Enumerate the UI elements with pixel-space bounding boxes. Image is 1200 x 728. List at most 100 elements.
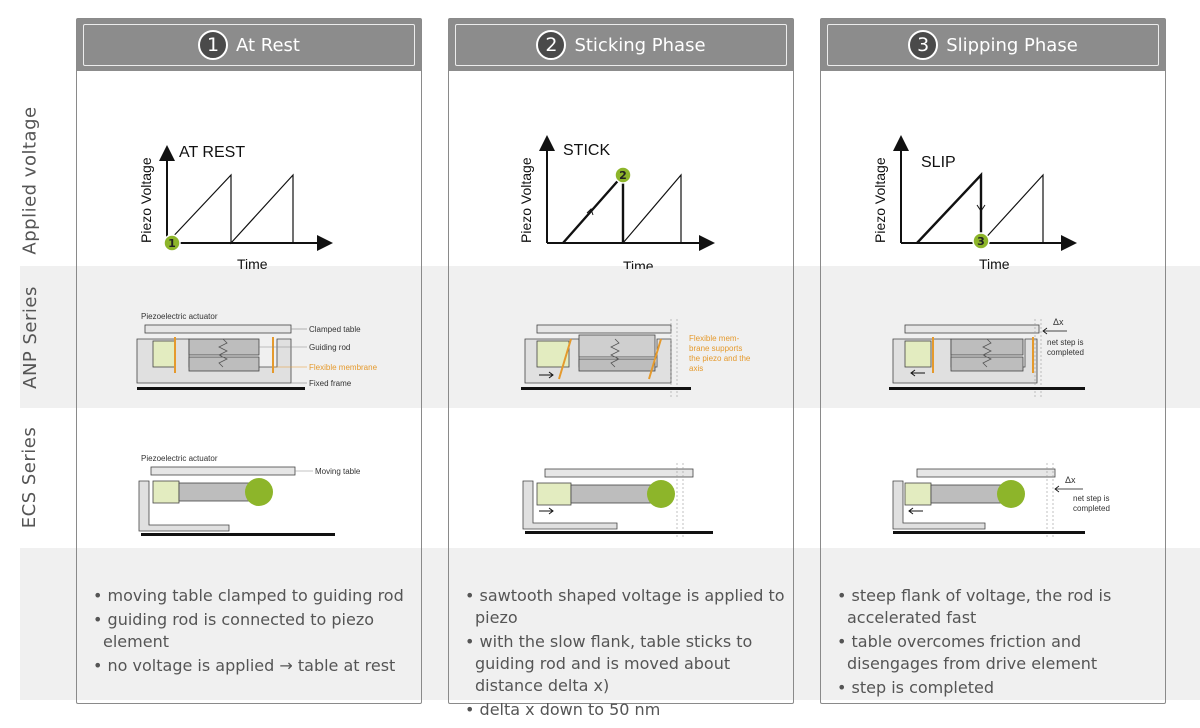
sawtooth-line: [622, 173, 682, 244]
anp-net-step-label: net step is: [1047, 338, 1083, 347]
anp-label-clamped-table: Clamped table: [309, 325, 361, 334]
column-title: Sticking Phase: [574, 34, 706, 56]
drive-ball: [647, 480, 675, 508]
row-label-ecs: ECS Series: [0, 410, 60, 545]
graph-title: AT REST: [179, 144, 245, 161]
column-title: Slipping Phase: [946, 34, 1078, 56]
state-marker-label: 3: [977, 235, 985, 248]
membrane-left: [558, 338, 572, 380]
anp-mechanism: Piezoelectric actuator Clamped table Gui…: [136, 312, 378, 390]
ecs-frame: [892, 480, 986, 530]
spring: [218, 338, 228, 368]
anp-net-step-label: completed: [1047, 348, 1084, 357]
delta-x-label: Δx: [1053, 317, 1064, 327]
y-axis-label: Piezo Voltage: [872, 157, 888, 243]
clamped-table: [144, 324, 292, 334]
ecs-mechanism: Δx net step is completed: [892, 463, 1110, 539]
state-marker-label: 1: [168, 237, 176, 250]
anp-label-membrane: axis: [689, 364, 703, 373]
state-marker: [614, 166, 632, 184]
clamped-table: [536, 324, 672, 334]
anp-label-membrane: the piezo and the: [689, 354, 751, 363]
column-header: 3 Slipping Phase: [821, 19, 1165, 71]
ecs-mechanism: [522, 463, 713, 539]
bullet-item: guiding rod is connected to piezo elemen…: [77, 609, 421, 653]
voltage-graph: AT REST Piezo Voltage Time 1: [138, 144, 333, 269]
voltage-graph: SLIP Piezo Voltage Time 3: [872, 135, 1077, 269]
bullet-item: step is completed: [821, 677, 1165, 699]
sawtooth-line: [166, 173, 294, 245]
x-axis-label: Time: [623, 258, 654, 269]
bullet-item: moving table clamped to guiding rod: [77, 585, 421, 607]
column-slipping-phase: 3 Slipping Phase SLIP Piezo Voltage Time…: [820, 18, 1166, 704]
step-number-badge: 1: [198, 30, 228, 60]
y-axis-label: Piezo Voltage: [518, 157, 534, 243]
ecs-frame: [138, 480, 230, 532]
column-header: 1 At Rest: [77, 19, 421, 71]
graph-title: SLIP: [921, 154, 956, 171]
direction-arrow: [976, 204, 986, 212]
column-header-frame: 1 At Rest: [83, 24, 415, 66]
bullet-list: moving table clamped to guiding rod guid…: [77, 567, 421, 679]
spring: [982, 338, 992, 368]
anp-label-membrane: Flexible mem-: [689, 334, 740, 343]
column-header-frame: 3 Slipping Phase: [827, 24, 1159, 66]
bullet-item: steep flank of voltage, the rod is accel…: [821, 585, 1165, 629]
moving-table: [544, 468, 694, 478]
y-axis-label: Piezo Voltage: [138, 157, 154, 243]
anp-mechanism: Δx net step is completed: [889, 317, 1085, 397]
guiding-rod-lower: [188, 356, 260, 372]
row-label-voltage: Applied voltage: [0, 100, 60, 260]
state-marker: [972, 232, 990, 250]
motion-arrow: [539, 371, 554, 379]
sawtooth-line-active: [562, 171, 625, 244]
row-label-anp: ANP Series: [0, 266, 60, 408]
ecs-net-step-label: completed: [1073, 504, 1110, 513]
bullet-item: with the slow flank, table sticks to gui…: [449, 631, 793, 697]
graph-title: STICK: [563, 142, 610, 159]
sawtooth-line: [980, 173, 1044, 244]
bullet-item: delta x down to 50 nm: [449, 699, 793, 721]
row-label-anp-text: ANP Series: [19, 285, 41, 389]
anp-label-membrane: brane supports: [689, 344, 742, 353]
piezo-actuator: [152, 340, 176, 368]
state-marker: [163, 234, 181, 252]
base-plate: [893, 531, 1085, 534]
anp-label-membrane: Flexible membrane: [309, 363, 378, 372]
x-axis-label: Time: [979, 256, 1010, 269]
bullet-item: sawtooth shaped voltage is applied to pi…: [449, 585, 793, 629]
guiding-rod-lower: [950, 356, 1024, 372]
ecs-frame: [522, 480, 618, 530]
base-plate: [889, 387, 1085, 390]
piezo-actuator: [904, 340, 932, 368]
step-number-badge: 3: [908, 30, 939, 60]
ecs-label-actuator: Piezoelectric actuator: [141, 454, 218, 463]
guiding-rod-lower: [578, 358, 656, 372]
motion-arrow: [910, 369, 925, 377]
x-axis-label: Time: [237, 256, 268, 269]
anp-mechanism: Flexible mem- brane supports the piezo a…: [521, 319, 751, 397]
row-label-voltage-text: Applied voltage: [19, 105, 41, 255]
moving-table: [916, 468, 1056, 478]
ecs-mechanism: Piezoelectric actuator Moving table: [138, 454, 361, 536]
base-plate: [525, 531, 713, 534]
row-label-ecs-text: ECS Series: [19, 426, 41, 529]
delta-x-label: Δx: [1065, 475, 1076, 485]
drive-ball: [997, 480, 1025, 508]
bullet-list: sawtooth shaped voltage is applied to pi…: [449, 567, 793, 723]
column-sticking-phase: 2 Sticking Phase STICK Piezo Voltage Tim…: [448, 18, 794, 719]
membrane-right: [648, 338, 662, 380]
piezo-actuator: [152, 480, 180, 504]
anp-label-guiding-rod: Guiding rod: [309, 343, 350, 352]
ecs-net-step-label: net step is: [1073, 494, 1109, 503]
step-number-badge: 2: [536, 30, 567, 60]
piezo-actuator: [536, 482, 572, 506]
motion-arrow: [539, 507, 554, 515]
state-marker-label: 2: [619, 169, 627, 182]
piezo-actuator: [904, 482, 932, 506]
motion-arrow: [908, 507, 923, 515]
column-header-frame: 2 Sticking Phase: [455, 24, 787, 66]
bullet-list: steep flank of voltage, the rod is accel…: [821, 567, 1165, 701]
column-at-rest: 1 At Rest AT REST Piezo Voltage Time 1 P…: [76, 18, 422, 704]
bullet-item: no voltage is applied → table at rest: [77, 655, 421, 677]
